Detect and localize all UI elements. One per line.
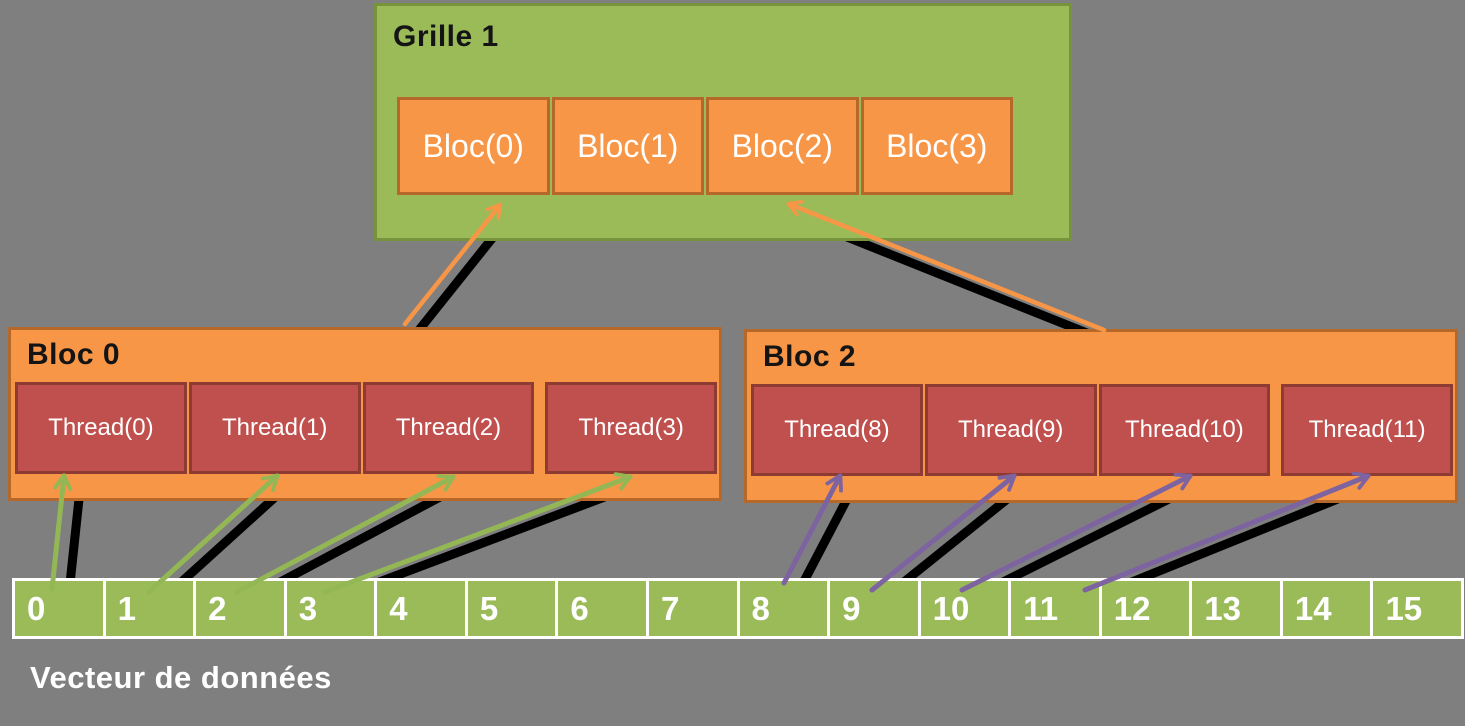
- vector-cell-7: 7: [645, 578, 740, 639]
- grid-blocks-row: Bloc(0)Bloc(1)Bloc(2)Bloc(3): [397, 97, 1013, 195]
- grid-block-1: Bloc(1): [551, 97, 704, 195]
- bloc0-thread-row: Thread(0)Thread(1)Thread(2)Thread(3): [15, 382, 717, 474]
- bloc0-box: Bloc 0 Thread(0)Thread(1)Thread(2)Thread…: [8, 327, 722, 501]
- grid-box: Grille 1 Bloc(0)Bloc(1)Bloc(2)Bloc(3): [374, 3, 1072, 241]
- vector-cell-1: 1: [102, 578, 197, 639]
- thread-9: Thread(9): [924, 384, 1097, 476]
- grid-block-3: Bloc(3): [860, 97, 1013, 195]
- thread-0: Thread(0): [15, 382, 187, 474]
- vector-cell-10: 10: [917, 578, 1012, 639]
- vector-cell-6: 6: [555, 578, 649, 639]
- vector-cell-4: 4: [374, 578, 468, 639]
- bloc2-box: Bloc 2 Thread(8)Thread(9)Thread(10)Threa…: [744, 329, 1458, 503]
- vector-cell-15: 15: [1370, 578, 1464, 639]
- vector-cell-5: 5: [464, 578, 559, 639]
- thread-10: Thread(10): [1098, 384, 1271, 476]
- vector-cell-2: 2: [193, 578, 287, 639]
- vector-cell-8: 8: [736, 578, 831, 639]
- vector-cell-12: 12: [1098, 578, 1193, 639]
- bloc0-title: Bloc 0: [27, 338, 121, 371]
- grid-block-0: Bloc(0): [397, 97, 550, 195]
- thread-8: Thread(8): [751, 384, 923, 476]
- vector-cell-3: 3: [283, 578, 378, 639]
- thread-2: Thread(2): [362, 382, 535, 474]
- vector-cell-14: 14: [1279, 578, 1374, 639]
- thread-11: Thread(11): [1281, 384, 1453, 476]
- grid-block-2: Bloc(2): [706, 97, 859, 195]
- vector-cell-9: 9: [827, 578, 921, 639]
- vector-caption: Vecteur de données: [30, 660, 332, 695]
- bloc2-title: Bloc 2: [763, 340, 857, 373]
- bloc2-thread-row: Thread(8)Thread(9)Thread(10)Thread(11): [751, 384, 1453, 476]
- vector-cell-0: 0: [12, 578, 106, 639]
- vector-cell-11: 11: [1008, 578, 1102, 639]
- thread-1: Thread(1): [188, 382, 361, 474]
- grid-title: Grille 1: [393, 20, 499, 53]
- thread-3: Thread(3): [545, 382, 717, 474]
- vector-cell-13: 13: [1189, 578, 1283, 639]
